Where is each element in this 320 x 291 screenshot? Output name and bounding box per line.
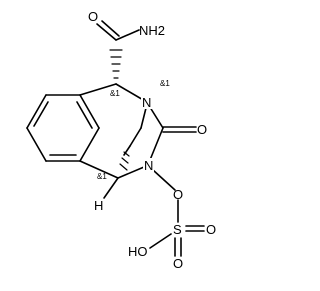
hydroxyl-label: HO [128, 244, 148, 259]
stereo-hydrogen-bond [103, 177, 119, 199]
sulfonyl-oxygen-right-label: O [206, 222, 216, 237]
hydrogen-label: H [94, 198, 103, 213]
bridge-nitrogen-label: N [142, 95, 151, 110]
carboxamide-group [96, 20, 140, 79]
sulfooxy-chain [149, 169, 205, 257]
sulfonyl-oxygen-bottom-label: O [173, 256, 183, 271]
ketone-group [162, 126, 197, 133]
ester-oxygen-label: O [173, 187, 183, 202]
stereo-label-bridge-nitrogen: &1 [160, 79, 170, 88]
stereo-label-bottom: &1 [97, 172, 107, 181]
structure-canvas: NH2 O N O N O S O O HO H &1 &1 &1 [26, 9, 216, 271]
amine-label: NH2 [139, 23, 165, 38]
methylene-bridge [119, 107, 147, 171]
amide-oxygen-label: O [88, 9, 98, 24]
bicyclic-core [79, 83, 164, 179]
stereo-label-top: &1 [110, 89, 120, 98]
chemical-structure: NH2 O N O N O S O O HO H &1 &1 &1 [26, 9, 216, 271]
benzene-ring [26, 94, 100, 162]
sulfur-label: S [173, 222, 182, 237]
ketone-oxygen-label: O [197, 122, 207, 137]
lower-nitrogen-label: N [144, 158, 153, 173]
